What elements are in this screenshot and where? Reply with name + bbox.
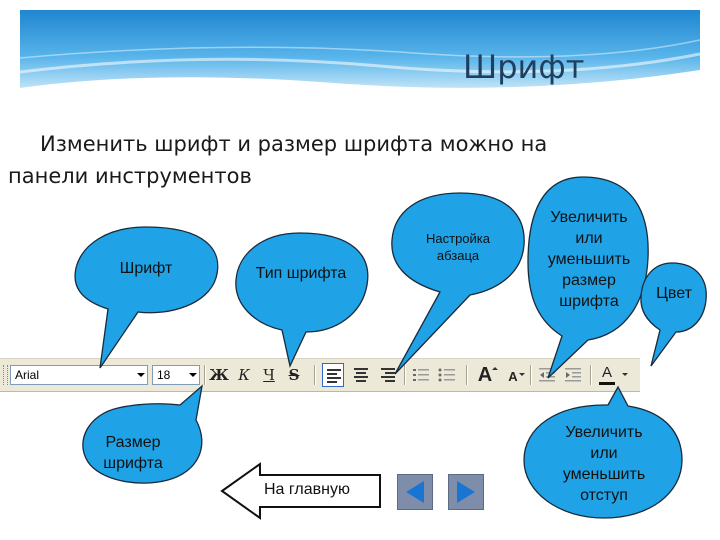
font-color-bar <box>599 382 615 385</box>
chevron-down-icon[interactable] <box>189 373 197 377</box>
toolbar-grip[interactable] <box>3 365 8 385</box>
bold-button[interactable]: Ж <box>209 366 229 384</box>
home-button-label[interactable]: На главную <box>264 481 350 498</box>
chevron-down-icon[interactable] <box>137 373 145 377</box>
grow-font-button[interactable]: A <box>474 363 498 387</box>
font-color-button[interactable]: A <box>596 363 618 387</box>
shrink-font-icon: A <box>508 369 518 384</box>
bullet-list-icon <box>438 368 455 382</box>
chevron-down-icon[interactable] <box>622 373 628 376</box>
numbered-list-icon <box>413 369 429 381</box>
italic-button[interactable]: К <box>238 366 250 384</box>
formatting-toolbar: Arial 18 Ж К Ч S A <box>0 358 640 392</box>
callout-indent <box>523 385 683 519</box>
font-color-icon: A <box>601 364 612 381</box>
increase-indent-icon <box>565 368 581 382</box>
callout-size-change-label-1: Увеличить <box>550 209 627 226</box>
callout-size-change-label-3: уменьшить <box>548 251 630 268</box>
callout-indent-label-2: или <box>590 445 617 462</box>
font-size-value: 18 <box>157 368 171 382</box>
numbered-list-button[interactable] <box>410 363 432 387</box>
callout-font-type-label: Тип шрифта <box>256 265 347 282</box>
callout-size-change-label-2: или <box>575 230 602 247</box>
grow-font-icon: A <box>477 364 493 386</box>
callout-size-change-label-4: размер <box>562 272 616 289</box>
callout-font-type <box>235 232 369 368</box>
toolbar-separator <box>204 365 206 385</box>
header-wave <box>19 10 701 88</box>
callout-size-label-2: шрифта <box>103 455 163 472</box>
slide-body-text: Изменить шрифт и размер шрифта можно на … <box>8 128 628 192</box>
callout-paragraph-label-2: абзаца <box>437 248 480 263</box>
toolbar-separator <box>466 365 468 385</box>
callout-color <box>640 262 707 367</box>
next-slide-button[interactable] <box>448 474 484 510</box>
callout-indent-label-4: отступ <box>580 487 628 504</box>
font-name-combo[interactable]: Arial <box>10 365 148 385</box>
callout-font <box>74 226 219 369</box>
shadow-button[interactable]: S <box>288 366 300 384</box>
callout-font-size-change <box>527 176 649 379</box>
shrink-font-button[interactable]: A <box>502 363 525 387</box>
callout-indent-label-3: уменьшить <box>563 466 645 483</box>
body-line-2: панели инструментов <box>8 164 252 188</box>
callout-size <box>82 384 203 484</box>
underline-button[interactable]: Ч <box>263 366 275 384</box>
arrow-down-icon <box>519 373 525 376</box>
callout-paragraph <box>391 192 525 375</box>
callout-color-label: Цвет <box>656 285 693 302</box>
triangle-left-icon <box>406 481 424 503</box>
previous-slide-button[interactable] <box>397 474 433 510</box>
callout-size-label-1: Размер <box>106 434 161 451</box>
triangle-right-icon <box>457 481 475 503</box>
align-center-button[interactable] <box>350 363 372 387</box>
body-line-1: Изменить шрифт и размер шрифта можно на <box>40 132 548 156</box>
font-size-combo[interactable]: 18 <box>152 365 200 385</box>
arrow-up-icon <box>492 367 498 370</box>
callout-font-label: Шрифт <box>120 260 173 277</box>
increase-indent-button[interactable] <box>562 363 584 387</box>
callout-size-change-label-5: шрифта <box>559 293 619 310</box>
bullet-list-button[interactable] <box>436 363 458 387</box>
callout-indent-label-1: Увеличить <box>565 424 642 441</box>
toolbar-separator <box>404 365 406 385</box>
toolbar-separator <box>314 365 316 385</box>
home-button[interactable] <box>220 462 382 520</box>
slide-title: Шрифт <box>463 48 585 86</box>
font-name-value: Arial <box>15 368 40 382</box>
align-right-button[interactable] <box>377 363 399 387</box>
arrow-left-icon <box>220 462 381 520</box>
toolbar-separator <box>590 365 592 385</box>
toolbar-separator <box>530 365 532 385</box>
align-left-button[interactable] <box>322 363 344 387</box>
callout-paragraph-label-1: Настройка <box>426 231 491 246</box>
